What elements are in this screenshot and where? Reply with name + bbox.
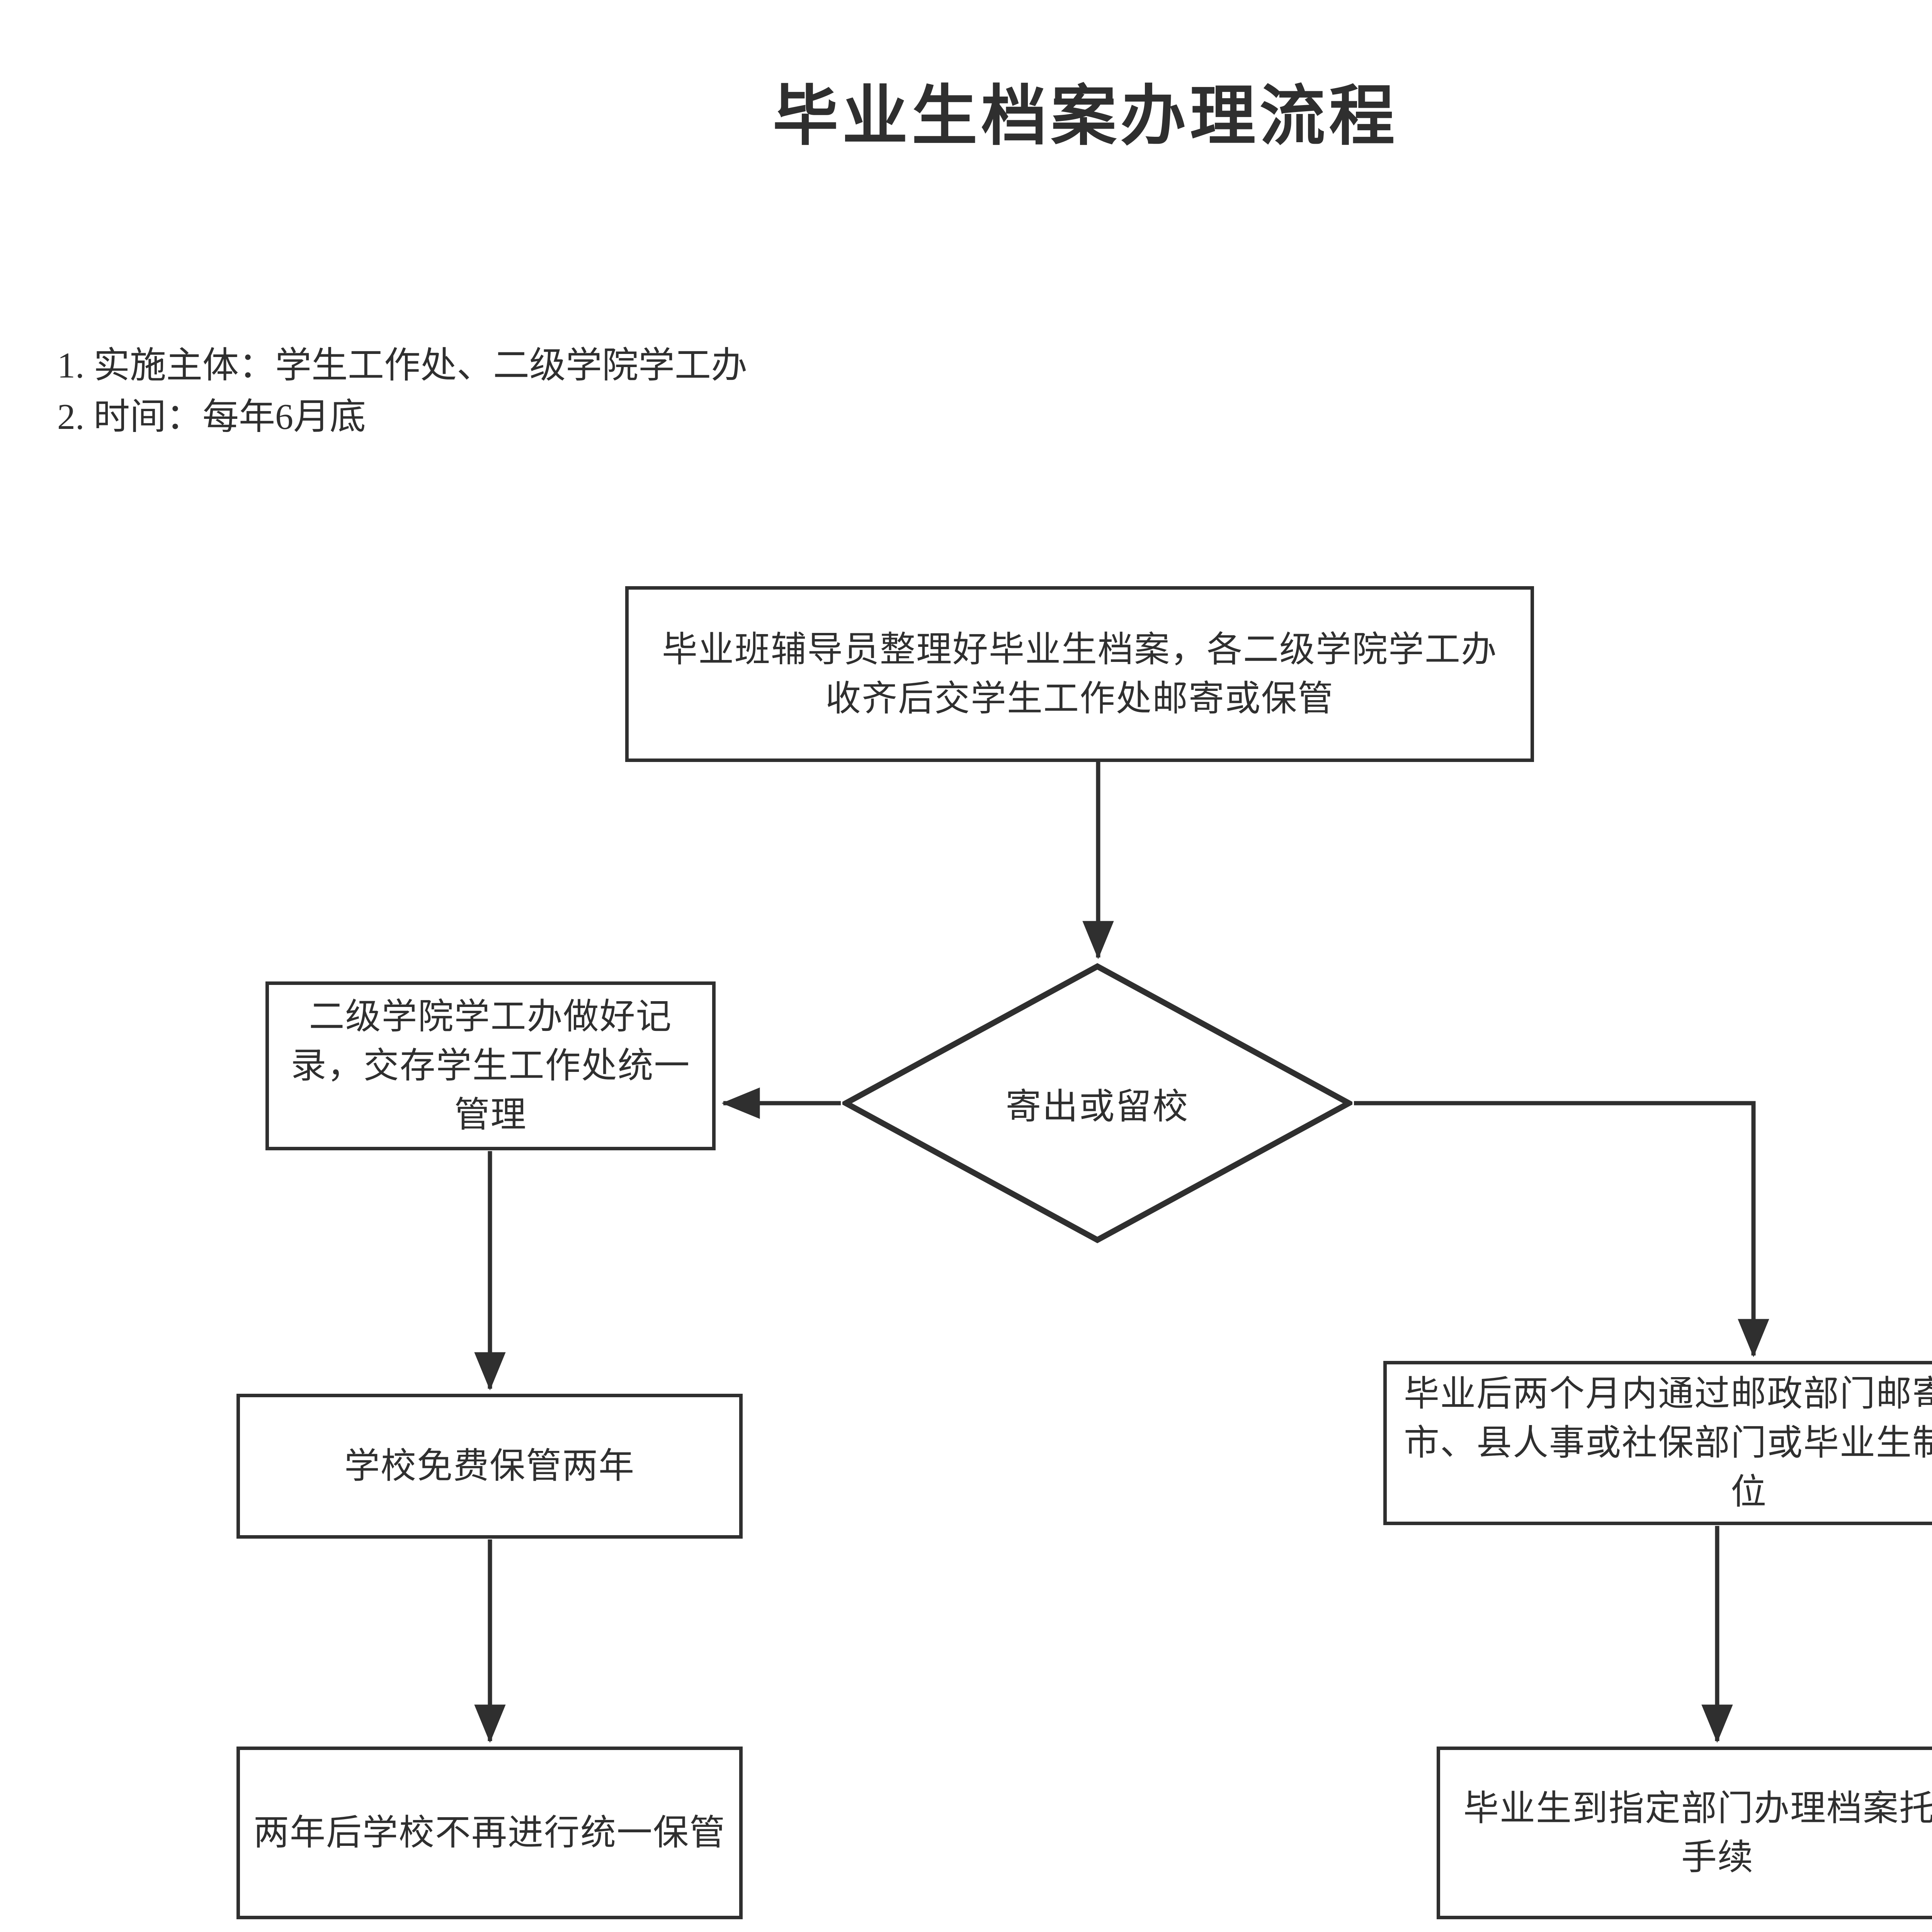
flow-node-free-storage-two-years: 学校免费保管两年 xyxy=(236,1394,743,1539)
note-line-1: 1. 实施主体：学生工作处、二级学院学工办 xyxy=(57,345,748,386)
flow-node-label: 毕业班辅导员整理好毕业生档案，各二级学院学工办收齐后交学生工作处邮寄或保管 xyxy=(662,629,1497,718)
flow-node-label: 学校免费保管两年 xyxy=(344,1446,635,1486)
note-line-2: 2. 时间：每年6月底 xyxy=(57,397,366,437)
flow-node-decision-send-or-keep: 寄出或留校 xyxy=(842,963,1352,1243)
flow-node-label: 二级学院学工办做好记录，交存学生工作处统一管理 xyxy=(291,997,690,1134)
flow-node-label: 两年后学校不再进行统一保管 xyxy=(253,1813,726,1853)
flow-node-mail-to-hometown: 毕业后两个月内通过邮政部门邮寄回生源地市、县人事或社保部门或毕业生制定接收单位 xyxy=(1383,1361,1932,1525)
flow-node-collect-archives: 毕业班辅导员整理好毕业生档案，各二级学院学工办收齐后交学生工作处邮寄或保管 xyxy=(625,586,1534,762)
edge-decision-to-mail-out xyxy=(1354,1101,1769,1357)
diamond-shape xyxy=(842,963,1352,1243)
intro-notes: 1. 实施主体：学生工作处、二级学院学工办 2. 时间：每年6月底 xyxy=(57,340,747,443)
flow-node-college-record: 二级学院学工办做好记录，交存学生工作处统一管理 xyxy=(265,981,716,1150)
flow-node-label: 寄出或留校 xyxy=(1005,1087,1189,1126)
flow-node-no-storage-after-two-years: 两年后学校不再进行统一保管 xyxy=(236,1747,743,1919)
page-title: 毕业生档案办理流程 xyxy=(772,80,1399,153)
flow-node-label: 毕业生到指定部门办理档案托管手续 xyxy=(1463,1788,1932,1877)
flow-node-label: 毕业后两个月内通过邮政部门邮寄回生源地市、县人事或社保部门或毕业生制定接收单位 xyxy=(1403,1374,1932,1512)
flow-node-graduate-handover: 毕业生到指定部门办理档案托管手续 xyxy=(1437,1747,1932,1919)
